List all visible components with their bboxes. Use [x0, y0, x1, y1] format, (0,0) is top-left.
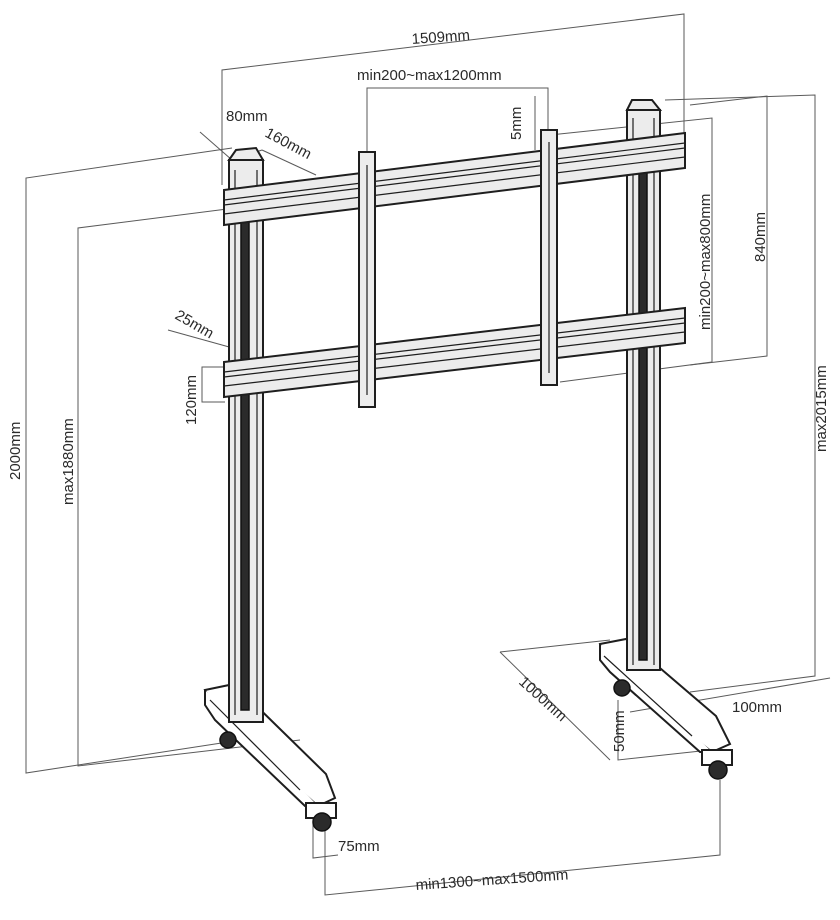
left-column: [227, 146, 265, 723]
dim-rail-height: 120mm: [183, 375, 200, 425]
dim-foot-height: 50mm: [611, 710, 628, 752]
dim-total-height: 2000mm: [7, 422, 24, 480]
right-base-foot: [598, 637, 733, 780]
dim-rail-span: 840mm: [752, 212, 769, 262]
dim-bracket-offset: 5mm: [508, 107, 525, 140]
dim-max-mount-height: max1880mm: [60, 418, 77, 505]
dim-base-depth: 1000mm: [515, 673, 570, 725]
middle-rail: [223, 306, 686, 399]
left-vesa-bracket: [358, 151, 376, 408]
dim-vesa-vertical: min200~max800mm: [697, 194, 714, 330]
dim-column-width: 80mm: [226, 108, 268, 125]
right-vesa-bracket: [540, 129, 558, 386]
stand-drawing: [203, 99, 733, 832]
dim-base-width: min1300~max1500mm: [415, 866, 569, 894]
top-rail: [223, 131, 686, 227]
left-base-foot: [203, 682, 337, 832]
dimension-lines: [25, 13, 831, 896]
dim-max-total-height: max2015mm: [813, 365, 830, 452]
right-column: [625, 99, 663, 671]
dim-caster-offset: 75mm: [338, 838, 380, 855]
dim-overall-width: 1509mm: [411, 27, 470, 48]
dim-column-depth: 160mm: [262, 125, 314, 163]
dim-vesa-horizontal: min200~max1200mm: [357, 67, 502, 84]
dim-foot-width: 100mm: [732, 699, 782, 716]
